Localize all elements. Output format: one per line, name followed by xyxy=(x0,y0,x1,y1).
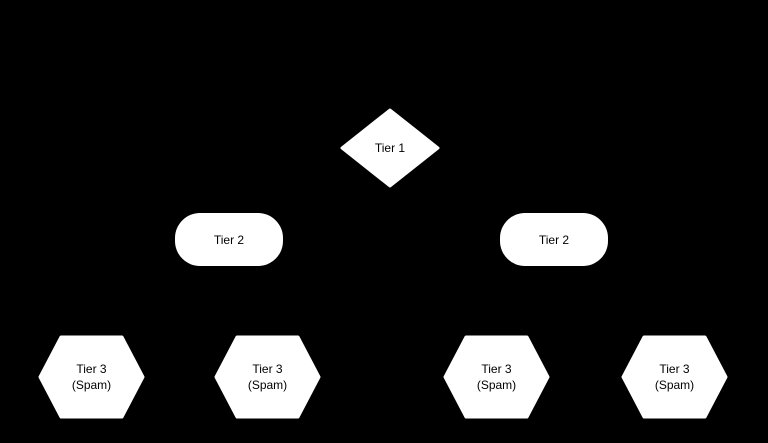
node-tier3-hexagon-1: Tier 3 (Spam) xyxy=(38,335,145,419)
node-tier2-left-rounded: Tier 2 xyxy=(175,213,283,266)
node-tier2-right-rounded: Tier 2 xyxy=(500,213,608,266)
rounded-rect-shape xyxy=(175,213,283,266)
node-tier3-hexagon-2: Tier 3 (Spam) xyxy=(214,335,321,419)
node-label: Tier 2 xyxy=(538,232,570,247)
node-label: Tier 3 (Spam) xyxy=(476,362,517,392)
node-tier3-hexagon-4: Tier 3 (Spam) xyxy=(621,335,728,419)
diamond-shape xyxy=(340,108,440,188)
node-label: Tier 3 (Spam) xyxy=(654,362,695,392)
hexagon-shape xyxy=(621,335,728,419)
rounded-rect-shape xyxy=(500,213,608,266)
hexagon-shape xyxy=(214,335,321,419)
node-tier1-diamond: Tier 1 xyxy=(340,108,440,188)
hexagon-shape xyxy=(443,335,550,419)
hexagon-shape xyxy=(38,335,145,419)
node-label: Tier 3 (Spam) xyxy=(71,362,112,392)
node-label: Tier 2 xyxy=(213,232,245,247)
node-label: Tier 3 (Spam) xyxy=(247,362,288,392)
node-label: Tier 1 xyxy=(374,141,406,155)
node-tier3-hexagon-3: Tier 3 (Spam) xyxy=(443,335,550,419)
